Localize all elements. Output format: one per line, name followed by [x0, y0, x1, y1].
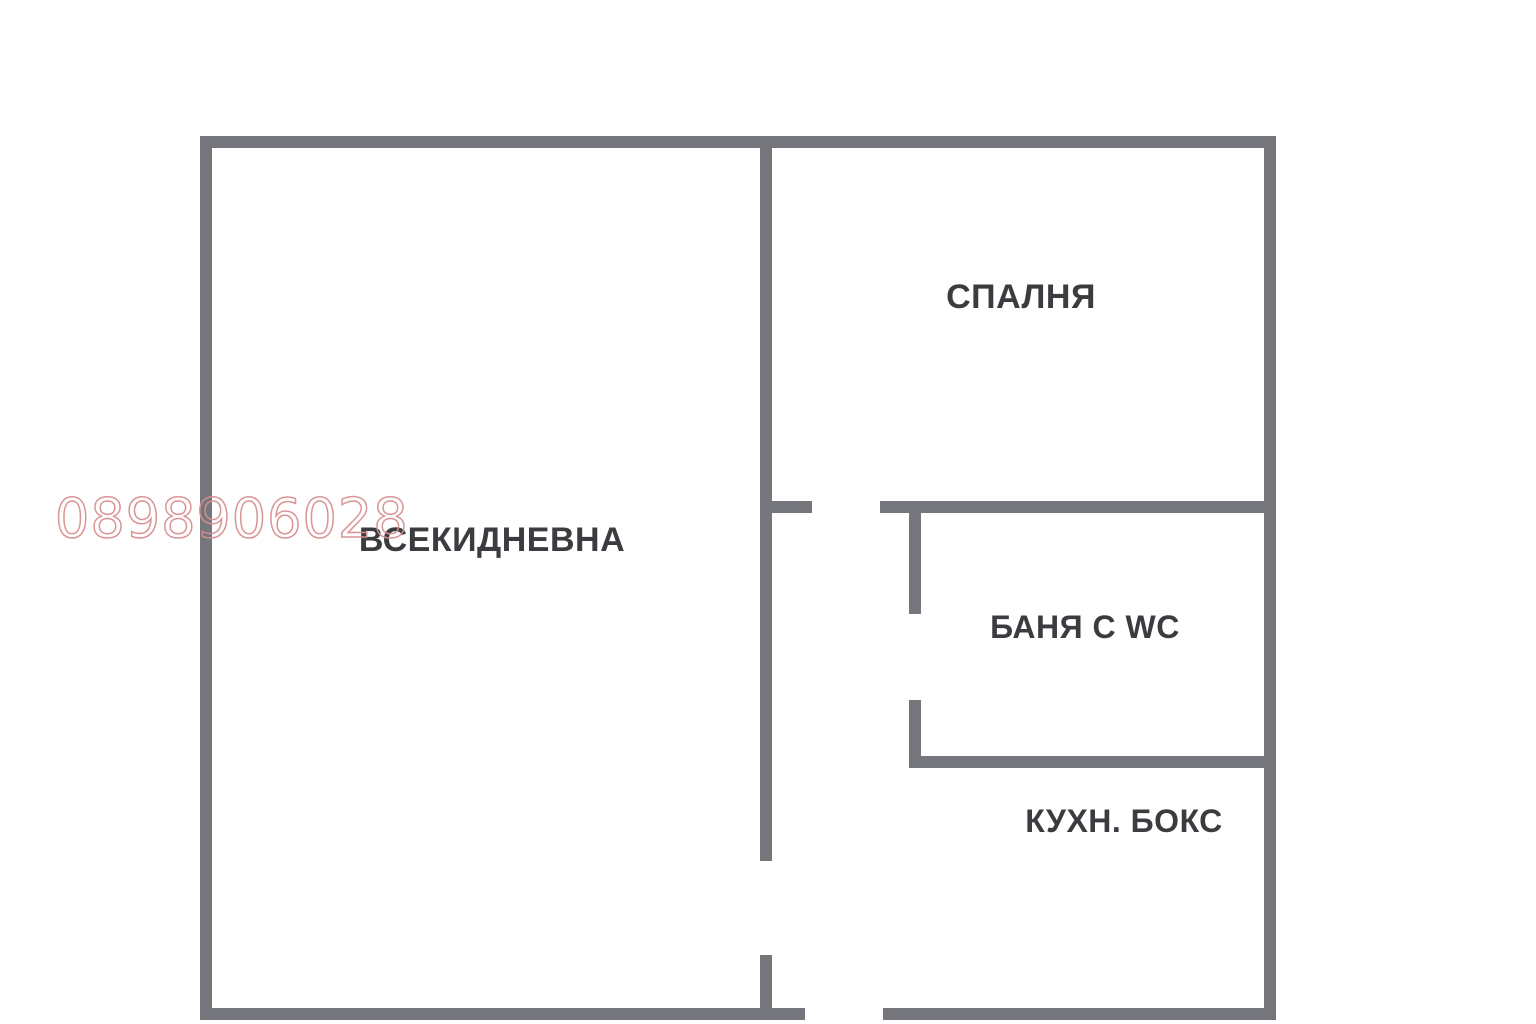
phone-number-watermark: 0898906028: [54, 487, 409, 550]
room-label-bedroom: СПАЛНЯ: [946, 278, 1096, 316]
partition-bathroom-left-lower: [909, 700, 921, 768]
partition-bedroom-bathroom: [880, 501, 1276, 513]
exterior-wall-bottom-right-segment: [883, 1008, 1276, 1020]
exterior-wall-bottom-left-segment: [200, 1008, 805, 1020]
exterior-wall-top: [200, 136, 1276, 148]
door-jamb-living-stub: [772, 501, 812, 513]
exterior-wall-left: [200, 136, 212, 1020]
partition-central-bottom-stub: [760, 955, 772, 1020]
exterior-wall-right: [1264, 136, 1276, 1020]
partition-bathroom-left-upper: [909, 501, 921, 614]
room-label-living-room: ВСЕКИДНЕВНА: [358, 521, 626, 559]
partition-central-upper: [760, 136, 772, 501]
partition-central-lower: [760, 501, 772, 861]
room-label-kitchen-box: КУХН. БОКС: [1025, 803, 1223, 839]
partition-bathroom-kitchen: [909, 756, 1276, 768]
room-label-bathroom-wc: БАНЯ С WC: [990, 609, 1180, 645]
